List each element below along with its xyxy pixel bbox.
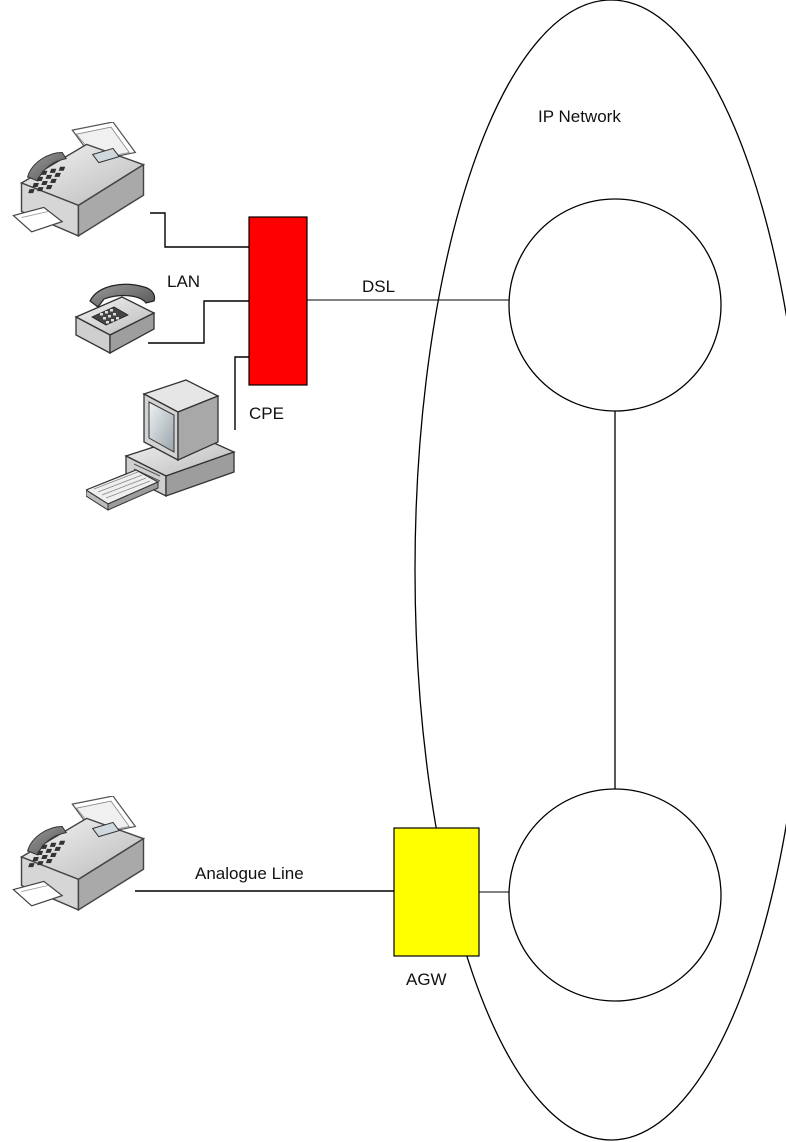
ip-network-boundary (414, 0, 786, 1141)
lan-link-computer (234, 356, 249, 430)
network-node-lower (508, 788, 722, 1002)
dsl-label: DSL (362, 277, 395, 296)
ip-network-label: IP Network (538, 107, 621, 126)
network-node-upper (508, 198, 722, 412)
lan-link-phone (148, 300, 249, 344)
fax-machine-icon (12, 122, 145, 237)
telephone-icon (75, 283, 156, 354)
cpe-box (248, 216, 308, 386)
lan-link-fax (150, 212, 249, 248)
lan-label: LAN (167, 272, 200, 291)
agw-box (393, 827, 480, 957)
analogue-line-label: Analogue Line (195, 864, 304, 883)
cpe-label: CPE (249, 404, 284, 423)
desktop-computer-icon (86, 379, 235, 511)
agw-label: AGW (406, 970, 447, 989)
fax-machine-icon (12, 796, 145, 911)
